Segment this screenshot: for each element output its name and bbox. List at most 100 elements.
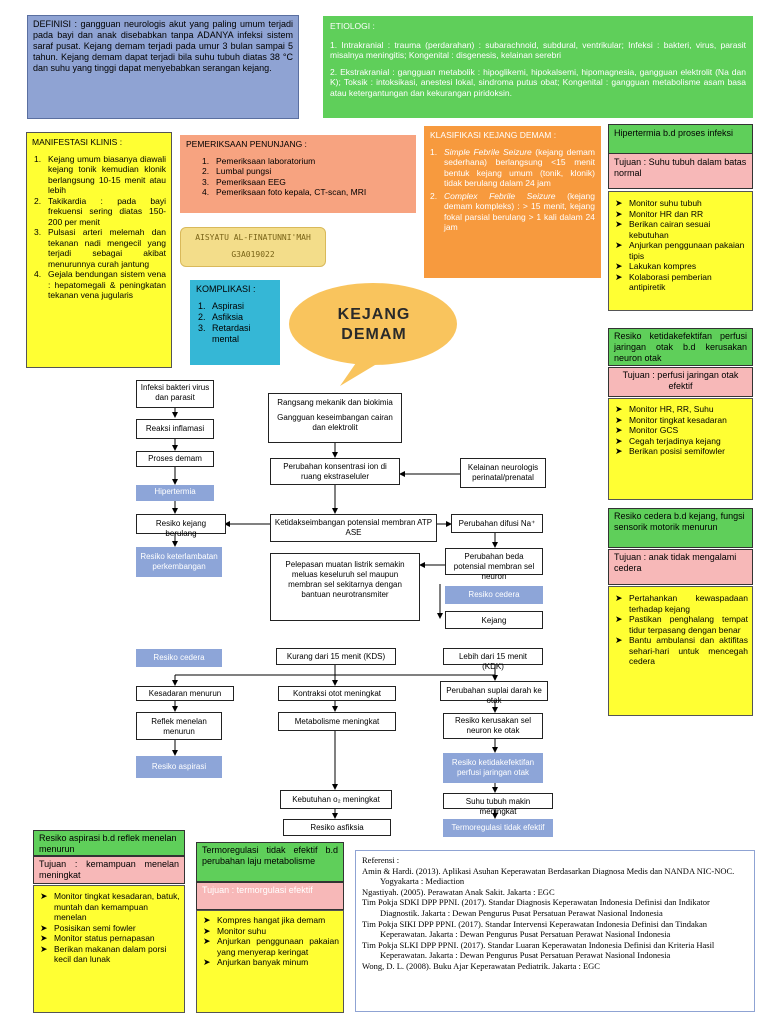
referensi-item: Tim Pokja SIKI DPP PPNI. (2017). Standar… (362, 918, 708, 940)
referensi-item: Tim Pokja SLKI DPP PPNI. (2017). Standar… (362, 939, 715, 961)
dx3-title-text: Resiko cedera b.d kejang, fungsi sensori… (614, 511, 745, 532)
dx2-tujuan-text: Tujuan : perfusi jaringan otak efektif (622, 370, 739, 391)
author-banner: AISYATU AL-FINATUNNI'MAH G3A019022 (180, 227, 326, 267)
klasifikasi-simple-title: Simple Febrile Seizure (444, 146, 532, 157)
dx2-interventions: Monitor HR, RR, Suhu Monitor tingkat kes… (608, 398, 753, 500)
dx4-item: Monitor status pernapasan (38, 933, 180, 944)
dx1-tujuan: Tujuan : Suhu tubuh dalam batas normal (608, 153, 753, 189)
flow-kebutuhan-o2: Kebutuhan o₂ meningkat (280, 790, 392, 809)
dx4-tujuan: Tujuan : kemampuan menelan meningkat (33, 856, 185, 884)
klasifikasi-title: KLASIFIKASI KEJANG DEMAM : (430, 130, 557, 140)
flow-resiko-cedera-right: Resiko cedera (445, 586, 543, 604)
flow-resiko-kejang: Resiko kejang berulang (136, 514, 226, 538)
flow-termoregulasi: Termoregulasi tidak efektif (443, 819, 553, 837)
dx5-tujuan-text: Tujuan : termorgulasi efektif (202, 885, 313, 895)
dx3-tujuan: Tujuan : anak tidak mengalami cedera (608, 549, 753, 585)
dx2-title-text: Resiko ketidakefektifan perfusi jaringan… (614, 331, 747, 363)
dx5-title-text: Termoregulasi tidak efektif b.d perubaha… (202, 845, 338, 866)
flow-resiko-asfiksia: Resiko asfiksia (283, 819, 391, 836)
flow-ketidakseimbangan: Ketidakseimbangan potensial membran ATP … (270, 514, 437, 542)
dx5-interventions: Kompres hangat jika demam Monitor suhu A… (196, 910, 344, 1013)
etiologi-ekstrakranial: 2. Ekstrakranial : gangguan metabolik : … (330, 66, 746, 98)
dx4-title-text: Resiko aspirasi b.d reflek menelan menur… (39, 833, 177, 854)
referensi-item: Ngastiyah. (2005). Perawatan Anak Sakit.… (362, 886, 555, 897)
dx3-item: Pastikan penghalang tempat tidur terpasa… (613, 614, 748, 635)
main-title-line2: DEMAM (341, 326, 407, 343)
dx2-item: Monitor GCS (613, 425, 748, 436)
flow-hipertermia: Hipertermia (136, 485, 214, 501)
dx5-item: Anjurkan banyak minum (201, 957, 339, 968)
referensi-item: Wong, D. L. (2008). Buku Ajar Keperawata… (362, 960, 600, 971)
dx3-item: Bantu ambulansi dan aktifitas sehari-har… (613, 635, 748, 667)
flow-reflek: Reflek menelan menurun (136, 712, 222, 740)
flow-reaksi: Reaksi inflamasi (136, 419, 214, 439)
flow-beda-potensial: Perubahan beda potensial membran sel neu… (445, 548, 543, 581)
flow-kejang: Kejang (445, 611, 543, 629)
flow-kesadaran: Kesadaran menurun (136, 686, 234, 701)
dx2-tujuan: Tujuan : perfusi jaringan otak efektif (608, 367, 753, 397)
dx1-list: Monitor suhu tubuh Monitor HR dan RR Ber… (613, 198, 748, 293)
dx1-title-text: Hipertermia b.d proses infeksi (614, 128, 734, 138)
dx5-item: Kompres hangat jika demam (201, 915, 339, 926)
flow-gangguan: Gangguan keseimbangan cairan dan elektro… (277, 413, 393, 432)
dx4-tujuan-text: Tujuan : kemampuan menelan meningkat (39, 859, 179, 880)
dx4-list: Monitor tingkat kesadaran, batuk, muntah… (38, 891, 180, 965)
manifestasi-item: Takikardia : pada bayi frekuensi sering … (34, 195, 166, 227)
dx4-title: Resiko aspirasi b.d reflek menelan menur… (33, 830, 185, 856)
flow-rangsang-gangguan: Rangsang mekanik dan biokimia Gangguan k… (268, 393, 402, 443)
dx4-interventions: Monitor tingkat kesadaran, batuk, muntah… (33, 885, 185, 1013)
penunjang-item: Lumbal pungsi (202, 166, 272, 176)
dx1-item: Monitor suhu tubuh (613, 198, 748, 209)
definisi-text: DEFINISI : gangguan neurologis akut yang… (33, 19, 293, 73)
flow-infeksi: Infeksi bakteri virus dan parasit (136, 380, 214, 408)
flow-suplai: Perubahan suplai darah ke otak (440, 681, 548, 705)
flow-resiko-aspirasi: Resiko aspirasi (136, 756, 222, 778)
dx3-interventions: Pertahankan kewaspadaan terhadap kejang … (608, 586, 753, 716)
klasifikasi-number: 2. (430, 190, 438, 201)
flow-resiko-keterlambatan: Resiko keterlambatan perkembangan (136, 547, 222, 577)
flow-difusi: Perubahan difusi Na⁺ (451, 514, 543, 533)
flow-resiko-cedera-left: Resiko cedera (136, 649, 222, 667)
penunjang-title: PEMERIKSAAN PENUNJANG : (186, 139, 307, 149)
klasifikasi-box: KLASIFIKASI KEJANG DEMAM : 1. Simple Feb… (424, 126, 601, 278)
dx2-item: Cegah terjadinya kejang (613, 436, 748, 447)
flow-resiko-perfusi: Resiko ketidakefektifan perfusi jaringan… (443, 753, 543, 783)
flow-kontraksi: Kontraksi otot meningkat (278, 686, 396, 701)
dx4-item: Posisikan semi fowler (38, 923, 180, 934)
dx2-item: Monitor tingkat kesadaran (613, 415, 748, 426)
title-bubble (289, 283, 457, 386)
manifestasi-title: MANIFESTASI KLINIS : (32, 137, 123, 147)
penunjang-item: Pemeriksaan foto kepala, CT-scan, MRI (202, 187, 367, 197)
dx1-tujuan-text: Tujuan : Suhu tubuh dalam batas normal (614, 157, 747, 178)
dx3-tujuan-text: Tujuan : anak tidak mengalami cedera (614, 552, 737, 573)
komplikasi-item: Asfiksia (198, 312, 244, 323)
definisi-box: DEFINISI : gangguan neurologis akut yang… (27, 15, 299, 119)
komplikasi-item: Retardasi mental (198, 323, 251, 344)
dx2-item: Monitor HR, RR, Suhu (613, 404, 748, 415)
flow-kelainan: Kelainan neurologis perinatal/prenatal (460, 458, 546, 488)
dx2-list: Monitor HR, RR, Suhu Monitor tingkat kes… (613, 404, 748, 457)
komplikasi-list: Aspirasi Asfiksia Retardasi mental (196, 301, 274, 345)
klasifikasi-complex-text: (kejang demam kompleks) : > 15 menit, ke… (444, 190, 595, 233)
dx3-item: Pertahankan kewaspadaan terhadap kejang (613, 593, 748, 614)
komplikasi-title: KOMPLIKASI : (196, 284, 256, 294)
referensi-item: Tim Pokja SDKI DPP PPNI. (2017). Standar… (362, 897, 710, 918)
dx4-item: Monitor tingkat kesadaran, batuk, muntah… (38, 891, 180, 923)
dx5-item: Monitor suhu (201, 926, 339, 937)
dx1-item: Monitor HR dan RR (613, 209, 748, 220)
komplikasi-box: KOMPLIKASI : Aspirasi Asfiksia Retardasi… (190, 280, 280, 365)
dx3-list: Pertahankan kewaspadaan terhadap kejang … (613, 593, 748, 667)
dx5-list: Kompres hangat jika demam Monitor suhu A… (201, 915, 339, 968)
dx1-item: Lakukan kompres (613, 261, 748, 272)
main-title-line1: KEJANG (337, 306, 411, 323)
manifestasi-item: Pulsasi arteri melemah dan tekanan nadi … (34, 227, 166, 269)
etiologi-box: ETIOLOGI : 1. Intrakranial : trauma (per… (323, 16, 753, 118)
referensi-box: Referensi : Amin & Hardi. (2013). Aplika… (355, 850, 755, 1012)
etiologi-intrakranial: 1. Intrakranial : trauma (perdarahan) : … (330, 39, 746, 61)
dx3-title: Resiko cedera b.d kejang, fungsi sensori… (608, 508, 753, 548)
flow-kerusakan: Resiko kerusakan sel neuron ke otak (443, 713, 543, 739)
etiologi-title: ETIOLOGI : (330, 21, 375, 31)
penunjang-box: PEMERIKSAAN PENUNJANG : Pemeriksaan labo… (180, 135, 416, 213)
dx5-title: Termoregulasi tidak efektif b.d perubaha… (196, 842, 344, 882)
dx1-interventions: Monitor suhu tubuh Monitor HR dan RR Ber… (608, 191, 753, 311)
